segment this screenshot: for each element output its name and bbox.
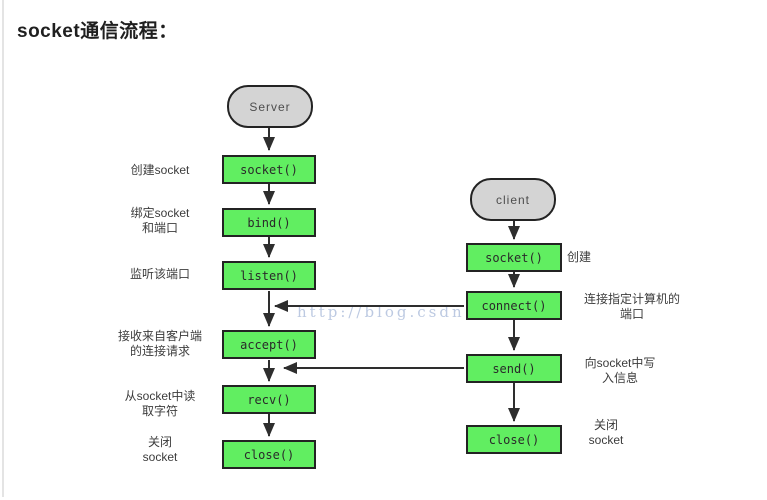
client-start-node: client xyxy=(470,178,556,221)
note-client-close: 关闭 socket xyxy=(588,418,624,447)
flow-box-label: listen() xyxy=(240,268,298,283)
server-start-label: Server xyxy=(249,99,291,114)
watermark-text: http://blog.csdn.n xyxy=(297,303,486,321)
server-start-node: Server xyxy=(227,85,313,128)
note-client-send: 向socket中写 入信息 xyxy=(584,356,656,385)
flow-box-label: accept() xyxy=(240,337,298,352)
flow-box-server-listen: listen() xyxy=(222,261,316,290)
client-start-label: client xyxy=(495,192,530,207)
flow-box-client-socket: socket() xyxy=(466,243,562,272)
note-server-listen: 监听该端口 xyxy=(129,267,190,281)
note-server-recv: 从socket中读 取字符 xyxy=(124,389,196,418)
note-server-close: 关闭 socket xyxy=(142,435,178,464)
flow-box-label: send() xyxy=(492,361,536,376)
page-title: socket通信流程： xyxy=(17,21,178,42)
note-server-bind: 绑定socket 和端口 xyxy=(130,206,190,235)
flow-box-client-send: send() xyxy=(466,354,562,383)
flow-box-client-close: close() xyxy=(466,425,562,454)
flow-box-label: close() xyxy=(243,447,295,462)
flow-box-server-socket: socket() xyxy=(222,155,316,184)
flow-box-server-close: close() xyxy=(222,440,316,469)
flow-box-server-recv: recv() xyxy=(222,385,316,414)
flow-box-server-accept: accept() xyxy=(222,330,316,359)
flow-box-label: recv() xyxy=(247,392,291,407)
flow-box-label: bind() xyxy=(247,215,291,230)
flow-box-client-connect: connect() xyxy=(466,291,562,320)
note-client-connect: 连接指定计算机的 端口 xyxy=(583,292,680,321)
left-border-rule xyxy=(2,0,4,497)
flow-box-label: socket() xyxy=(485,250,543,265)
flow-box-label: close() xyxy=(488,432,540,447)
note-server-socket: 创建socket xyxy=(130,163,190,177)
note-client-socket: 创建 xyxy=(567,250,592,264)
flow-box-label: socket() xyxy=(240,162,298,177)
flow-box-server-bind: bind() xyxy=(222,208,316,237)
flow-box-label: connect() xyxy=(481,298,547,313)
note-server-accept: 接收来自客户端 的连接请求 xyxy=(117,329,202,358)
